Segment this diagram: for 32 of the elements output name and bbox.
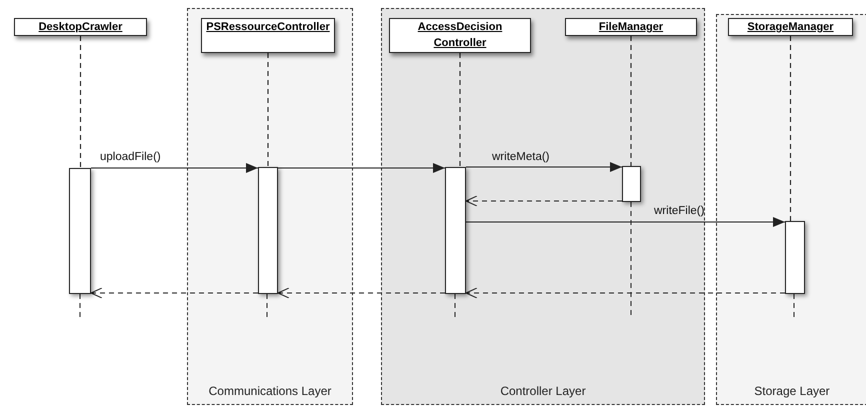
layer-title: Controller Layer <box>499 384 587 398</box>
message-arrow <box>91 163 258 173</box>
return-arrow <box>278 288 445 298</box>
edge-label: uploadFile() <box>100 151 161 163</box>
return-arrow <box>90 288 258 298</box>
lifeline-head: AccessDecision Controller <box>389 18 531 53</box>
activation-bar <box>258 167 278 294</box>
activation-bar <box>445 167 466 294</box>
lifeline <box>630 36 632 166</box>
layer-frame <box>381 8 705 405</box>
message-arrow <box>466 217 785 227</box>
message-arrow <box>466 162 622 172</box>
lifeline <box>790 36 792 221</box>
activation-bar <box>785 221 805 294</box>
lifeline-head: DesktopCrawler <box>14 18 147 36</box>
layer-title: Communications Layer <box>208 384 332 398</box>
message-arrow <box>278 163 445 173</box>
edge-label: writeMeta() <box>492 151 550 163</box>
return-arrow <box>466 288 785 298</box>
layer-frame <box>716 14 866 405</box>
lifeline <box>267 53 269 167</box>
lifeline <box>80 36 82 168</box>
lifeline-head: StorageManager <box>728 18 853 36</box>
lifeline <box>459 53 461 167</box>
lifeline-head: FileManager <box>565 18 697 36</box>
layer-title: Storage Layer <box>753 384 831 398</box>
layer-frame <box>187 8 353 405</box>
activation-bar <box>622 166 641 202</box>
activation-bar <box>69 168 91 294</box>
return-arrow <box>466 196 622 206</box>
edge-label: writeFile() <box>654 205 704 217</box>
lifeline-head: PSRessourceController <box>201 18 335 53</box>
